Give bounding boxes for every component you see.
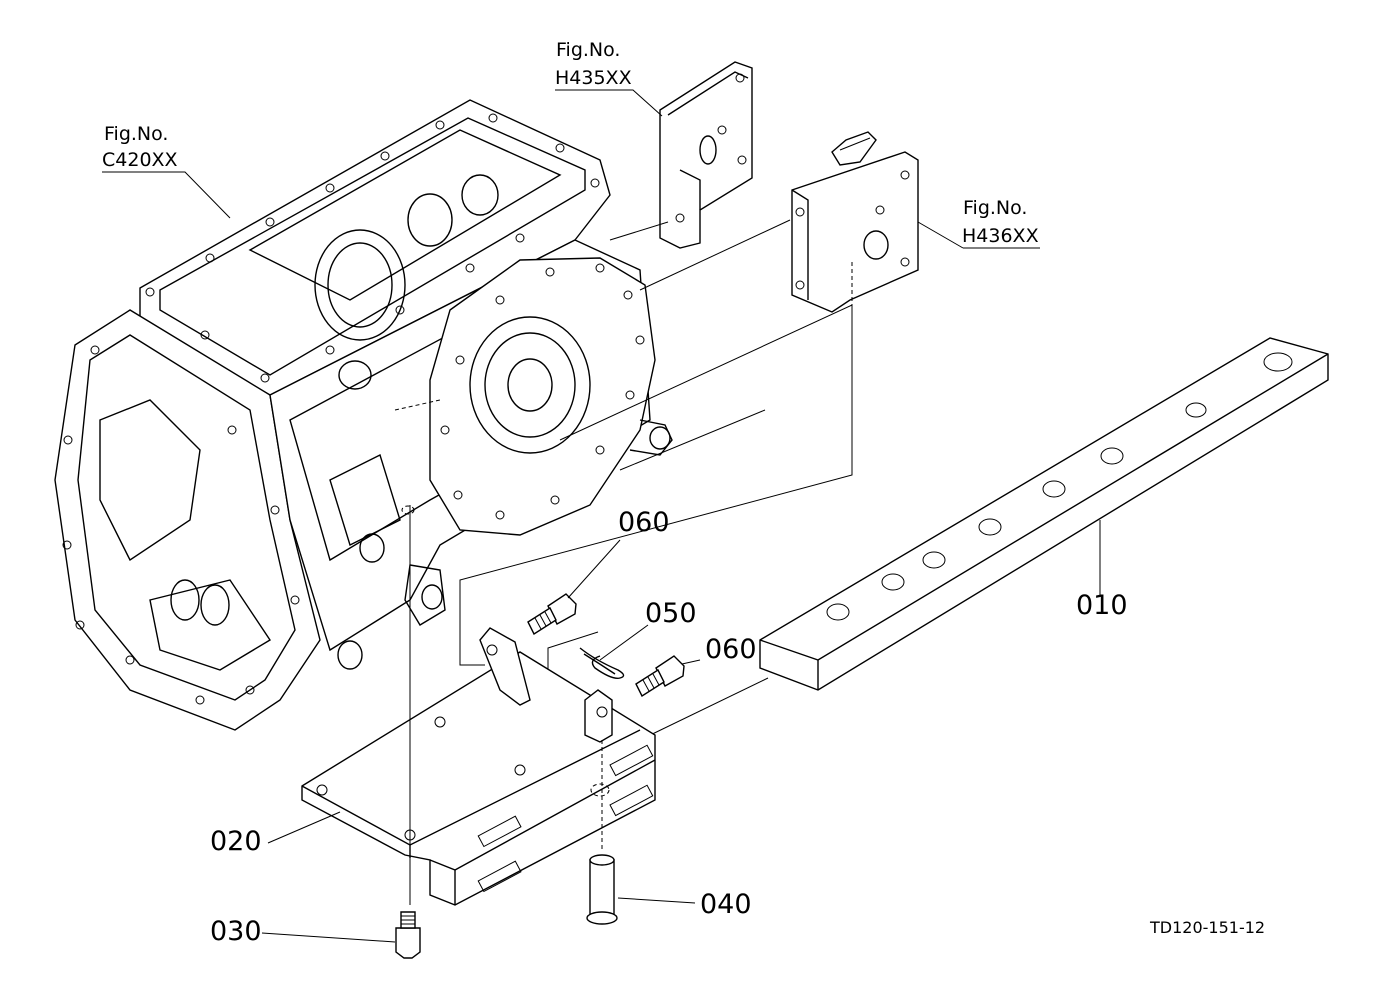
fig-ref-h436-line1: Fig.No. xyxy=(963,197,1027,219)
label-060-lower: 060 xyxy=(705,634,757,665)
part-labels: 010 020 030 040 050 060 060 xyxy=(210,507,1128,947)
bolt-060-upper xyxy=(527,593,577,636)
fig-ref-c420-line1: Fig.No. xyxy=(104,123,168,145)
label-050: 050 xyxy=(645,598,697,629)
fig-ref-h435-line2: H435XX xyxy=(555,67,632,89)
label-060-upper: 060 xyxy=(618,507,670,538)
fig-ref-c420-line2: C420XX xyxy=(102,149,178,171)
drawing-code: TD120-151-12 xyxy=(1149,918,1265,937)
drawbar-support xyxy=(301,627,656,906)
bolt-060-lower xyxy=(635,655,685,698)
fig-ref-h435-line1: Fig.No. xyxy=(556,39,620,61)
drawbar xyxy=(759,337,1329,691)
fig-ref-h436-line2: H436XX xyxy=(962,225,1039,247)
label-020: 020 xyxy=(210,826,262,857)
label-040: 040 xyxy=(700,889,752,920)
pin-040 xyxy=(586,854,618,925)
clip-050 xyxy=(579,647,625,679)
label-030: 030 xyxy=(210,916,262,947)
transmission-case xyxy=(54,99,673,731)
bracket-plate-h436 xyxy=(791,131,919,313)
label-010: 010 xyxy=(1076,590,1128,621)
figure-references: Fig.No. C420XX Fig.No. H435XX Fig.No. H4… xyxy=(102,39,1039,247)
bolt-030 xyxy=(395,505,421,959)
bracket-plate-h435 xyxy=(659,61,753,249)
label-leaders xyxy=(102,89,1101,943)
